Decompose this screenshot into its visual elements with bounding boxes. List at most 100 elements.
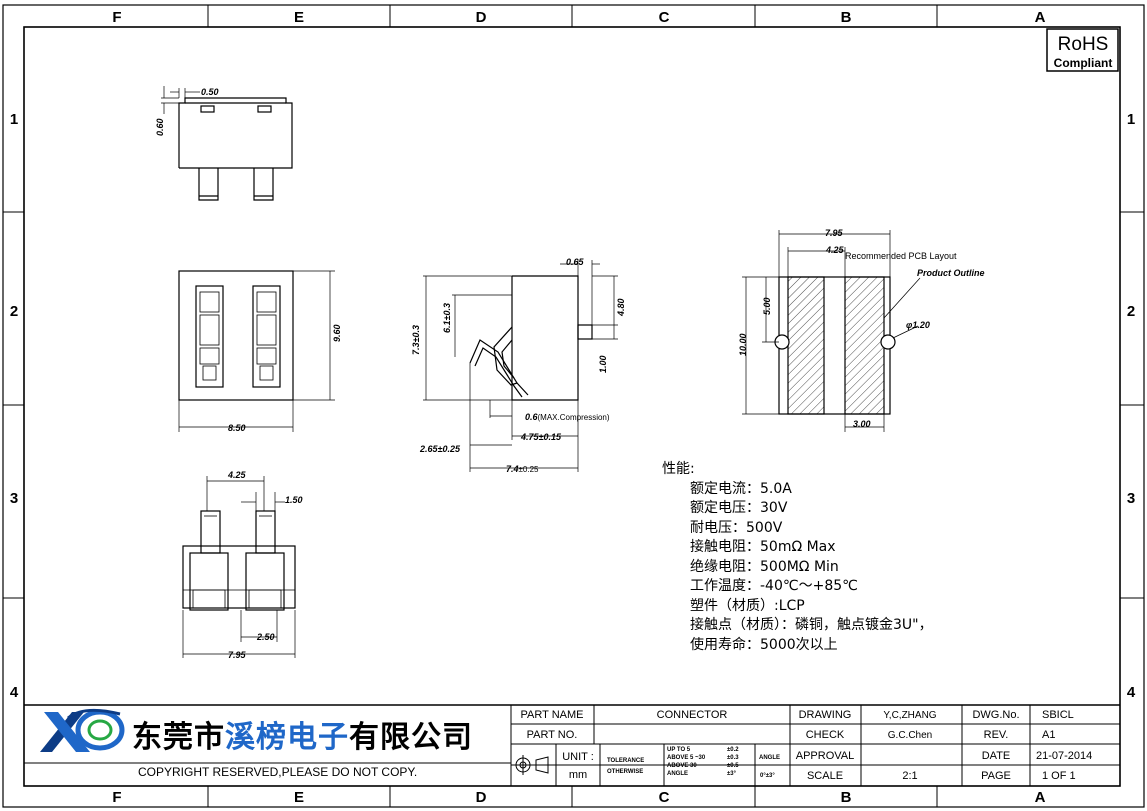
zone-row-label: 3	[10, 490, 18, 507]
page-value: 1 OF 1	[1042, 770, 1076, 782]
zone-row-label: 2	[10, 303, 18, 320]
dwg-no-label: DWG.No.	[972, 709, 1019, 721]
zone-row-label: 3	[1127, 490, 1135, 507]
spec-heading: 性能:	[662, 461, 695, 477]
zone-column-label: C	[659, 9, 670, 26]
dim-bottom-width: 7.95	[228, 650, 247, 660]
company-logo-icon	[40, 708, 125, 752]
company-name: 东莞市溪榜电子有限公司	[132, 712, 473, 756]
company-name-part2: 溪榜电子	[225, 720, 349, 755]
dim-pcb-425: 4.25	[825, 245, 845, 255]
bottom-view	[182, 476, 296, 658]
scale-label: SCALE	[807, 770, 843, 782]
part-name-value: CONNECTOR	[657, 709, 728, 721]
check-label: CHECK	[806, 729, 845, 741]
dim-side-065: 0.65	[566, 257, 585, 267]
dim-pcb-500: 5.00	[762, 297, 772, 315]
dim-side-74: 7.4±0.25	[506, 464, 539, 474]
spec-item: 使用寿命：5000次以上	[690, 636, 838, 653]
zone-row-label: 1	[10, 111, 18, 128]
zone-column-label: F	[112, 9, 121, 26]
dim-bottom-pitch: 4.25	[227, 470, 247, 480]
dim-side-06: 0.6(MAX.Compression)	[525, 412, 610, 422]
zone-column-label: F	[112, 789, 121, 806]
spec-item: 接触点（材质）：磷铜，触点镀金3U"，	[690, 617, 933, 633]
side-view	[423, 260, 618, 472]
tolerance-range: UP TO 5	[667, 747, 691, 753]
approval-label: APPROVAL	[796, 750, 855, 762]
rohs-badge: RoHS Compliant	[1046, 28, 1119, 72]
tolerance-value: ±3°	[727, 771, 737, 777]
drawing-value: Y,C,ZHANG	[883, 710, 936, 721]
dwg-no-value: SBICL	[1042, 709, 1074, 721]
zone-column-label: D	[476, 9, 487, 26]
zone-column-label: A	[1035, 9, 1046, 26]
spec-item: 额定电压：30V	[690, 500, 788, 516]
tolerance-range: ANGLE	[667, 771, 688, 777]
unit-label: UNIT :	[562, 751, 594, 763]
dim-pcb-1000: 10.00	[738, 333, 748, 356]
unit-value: mm	[569, 769, 587, 781]
date-value: 21-07-2014	[1036, 750, 1092, 762]
dim-front-height: 9.60	[332, 324, 342, 342]
dim-pcb-795: 7.95	[825, 228, 844, 238]
zone-row-label: 1	[1127, 111, 1135, 128]
spec-item: 额定电流：5.0A	[690, 480, 792, 497]
zone-row-label: 4	[10, 684, 19, 701]
otherwise-label: OTHERWISE	[607, 769, 643, 775]
performance-specs: 性能: 额定电流：5.0A 额定电压：30V 耐电压：500V 接触电阻：50m…	[662, 460, 933, 655]
rev-label: REV.	[984, 729, 1009, 741]
tolerance-value: ±0.5	[727, 763, 739, 769]
zone-column-label: D	[476, 789, 487, 806]
spec-item: 工作温度：-40℃～+85℃	[690, 578, 858, 594]
product-outline-label: Product Outline	[917, 268, 985, 278]
zone-column-label: E	[294, 789, 304, 806]
angle-label: ANGLE	[759, 755, 780, 761]
zone-column-label: E	[294, 9, 304, 26]
zone-column-label: C	[659, 789, 670, 806]
company-name-part3: 有限公司	[349, 720, 473, 755]
company-name-part1: 东莞市	[132, 720, 225, 755]
tolerance-label: TOLERANCE	[607, 758, 644, 764]
copyright-notice: COPYRIGHT RESERVED,PLEASE DO NOT COPY.	[138, 765, 418, 779]
dim-front-width: 8.50	[228, 423, 246, 433]
projection-symbol-icon	[512, 755, 549, 775]
angle-value: 0°±3°	[760, 773, 775, 779]
pcb-layout-view	[742, 230, 921, 432]
top-view	[161, 86, 293, 201]
tolerance-range: ABOVE 5 ~30	[667, 755, 706, 761]
tolerance-range: ABOVE 30	[667, 763, 697, 769]
front-view	[178, 270, 335, 432]
pcb-layout-title: Recommended PCB Layout	[845, 251, 957, 261]
tolerance-value: ±0.2	[727, 747, 739, 753]
dim-side-100: 1.00	[598, 355, 608, 373]
dim-pcb-300: 3.00	[853, 419, 871, 429]
dim-side-265: 2.65±0.25	[419, 444, 461, 454]
zone-row-label: 2	[1127, 303, 1135, 320]
dim-side-61: 6.1±0.3	[442, 303, 452, 333]
dim-side-480: 4.80	[616, 298, 626, 317]
title-block	[24, 704, 1120, 786]
zone-column-label: B	[841, 789, 852, 806]
dim-top-height: 0.60	[155, 118, 165, 136]
part-name-label: PART NAME	[521, 709, 584, 721]
part-no-label: PART NO.	[527, 729, 578, 741]
scale-value: 2:1	[902, 770, 917, 782]
page-label: PAGE	[981, 770, 1011, 782]
dim-bottom-pin: 1.50	[285, 495, 303, 505]
date-label: DATE	[982, 750, 1011, 762]
dim-side-73: 7.3±0.3	[411, 325, 421, 355]
dim-bottom-gap: 2.50	[256, 632, 275, 642]
drawing-label: DRAWING	[799, 709, 852, 721]
rohs-compliant-text: Compliant	[1054, 56, 1113, 70]
dim-top-width: 0.50	[201, 87, 219, 97]
zone-row-label: 4	[1127, 684, 1136, 701]
spec-item: 接触电阻：50mΩ Max	[690, 539, 836, 555]
dim-pcb-phi: φ1.20	[906, 320, 930, 330]
zone-column-label: B	[841, 9, 852, 26]
spec-item: 耐电压：500V	[690, 519, 783, 536]
tolerance-value: ±0.3	[727, 755, 739, 761]
rev-value: A1	[1042, 729, 1055, 741]
